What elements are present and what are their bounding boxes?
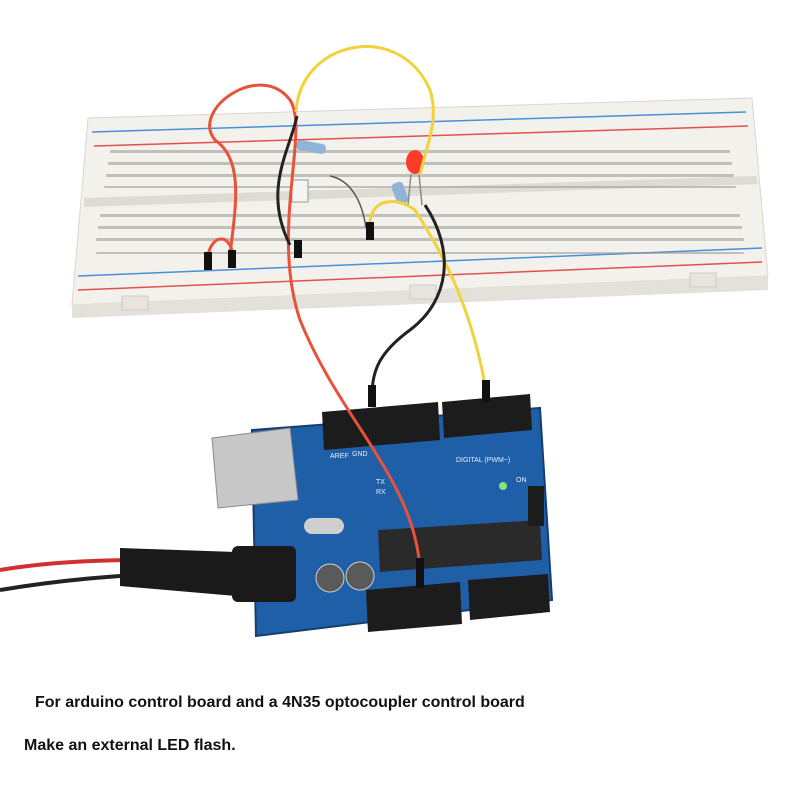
aref-label: AREF [330, 453, 349, 460]
caption-line-1: For arduino control board and a 4N35 opt… [35, 694, 525, 711]
rx-label: RX [376, 489, 386, 496]
power-cable [0, 548, 236, 596]
gnd-label: GND [352, 451, 368, 458]
led [406, 150, 424, 206]
breadboard [71, 97, 769, 318]
digital-label: DIGITAL (PWM~) [456, 457, 510, 464]
arduino-board: DIGITAL (PWM~) ON AREF GND TX RX [211, 394, 554, 638]
optocoupler-chip [291, 179, 309, 203]
jumper-wires [204, 45, 490, 588]
tx-label: TX [376, 479, 385, 486]
resistor-right [391, 181, 409, 205]
on-label: ON [516, 477, 527, 484]
resistor-left [295, 140, 327, 154]
caption-line-2: Make an external LED flash. [24, 737, 236, 754]
